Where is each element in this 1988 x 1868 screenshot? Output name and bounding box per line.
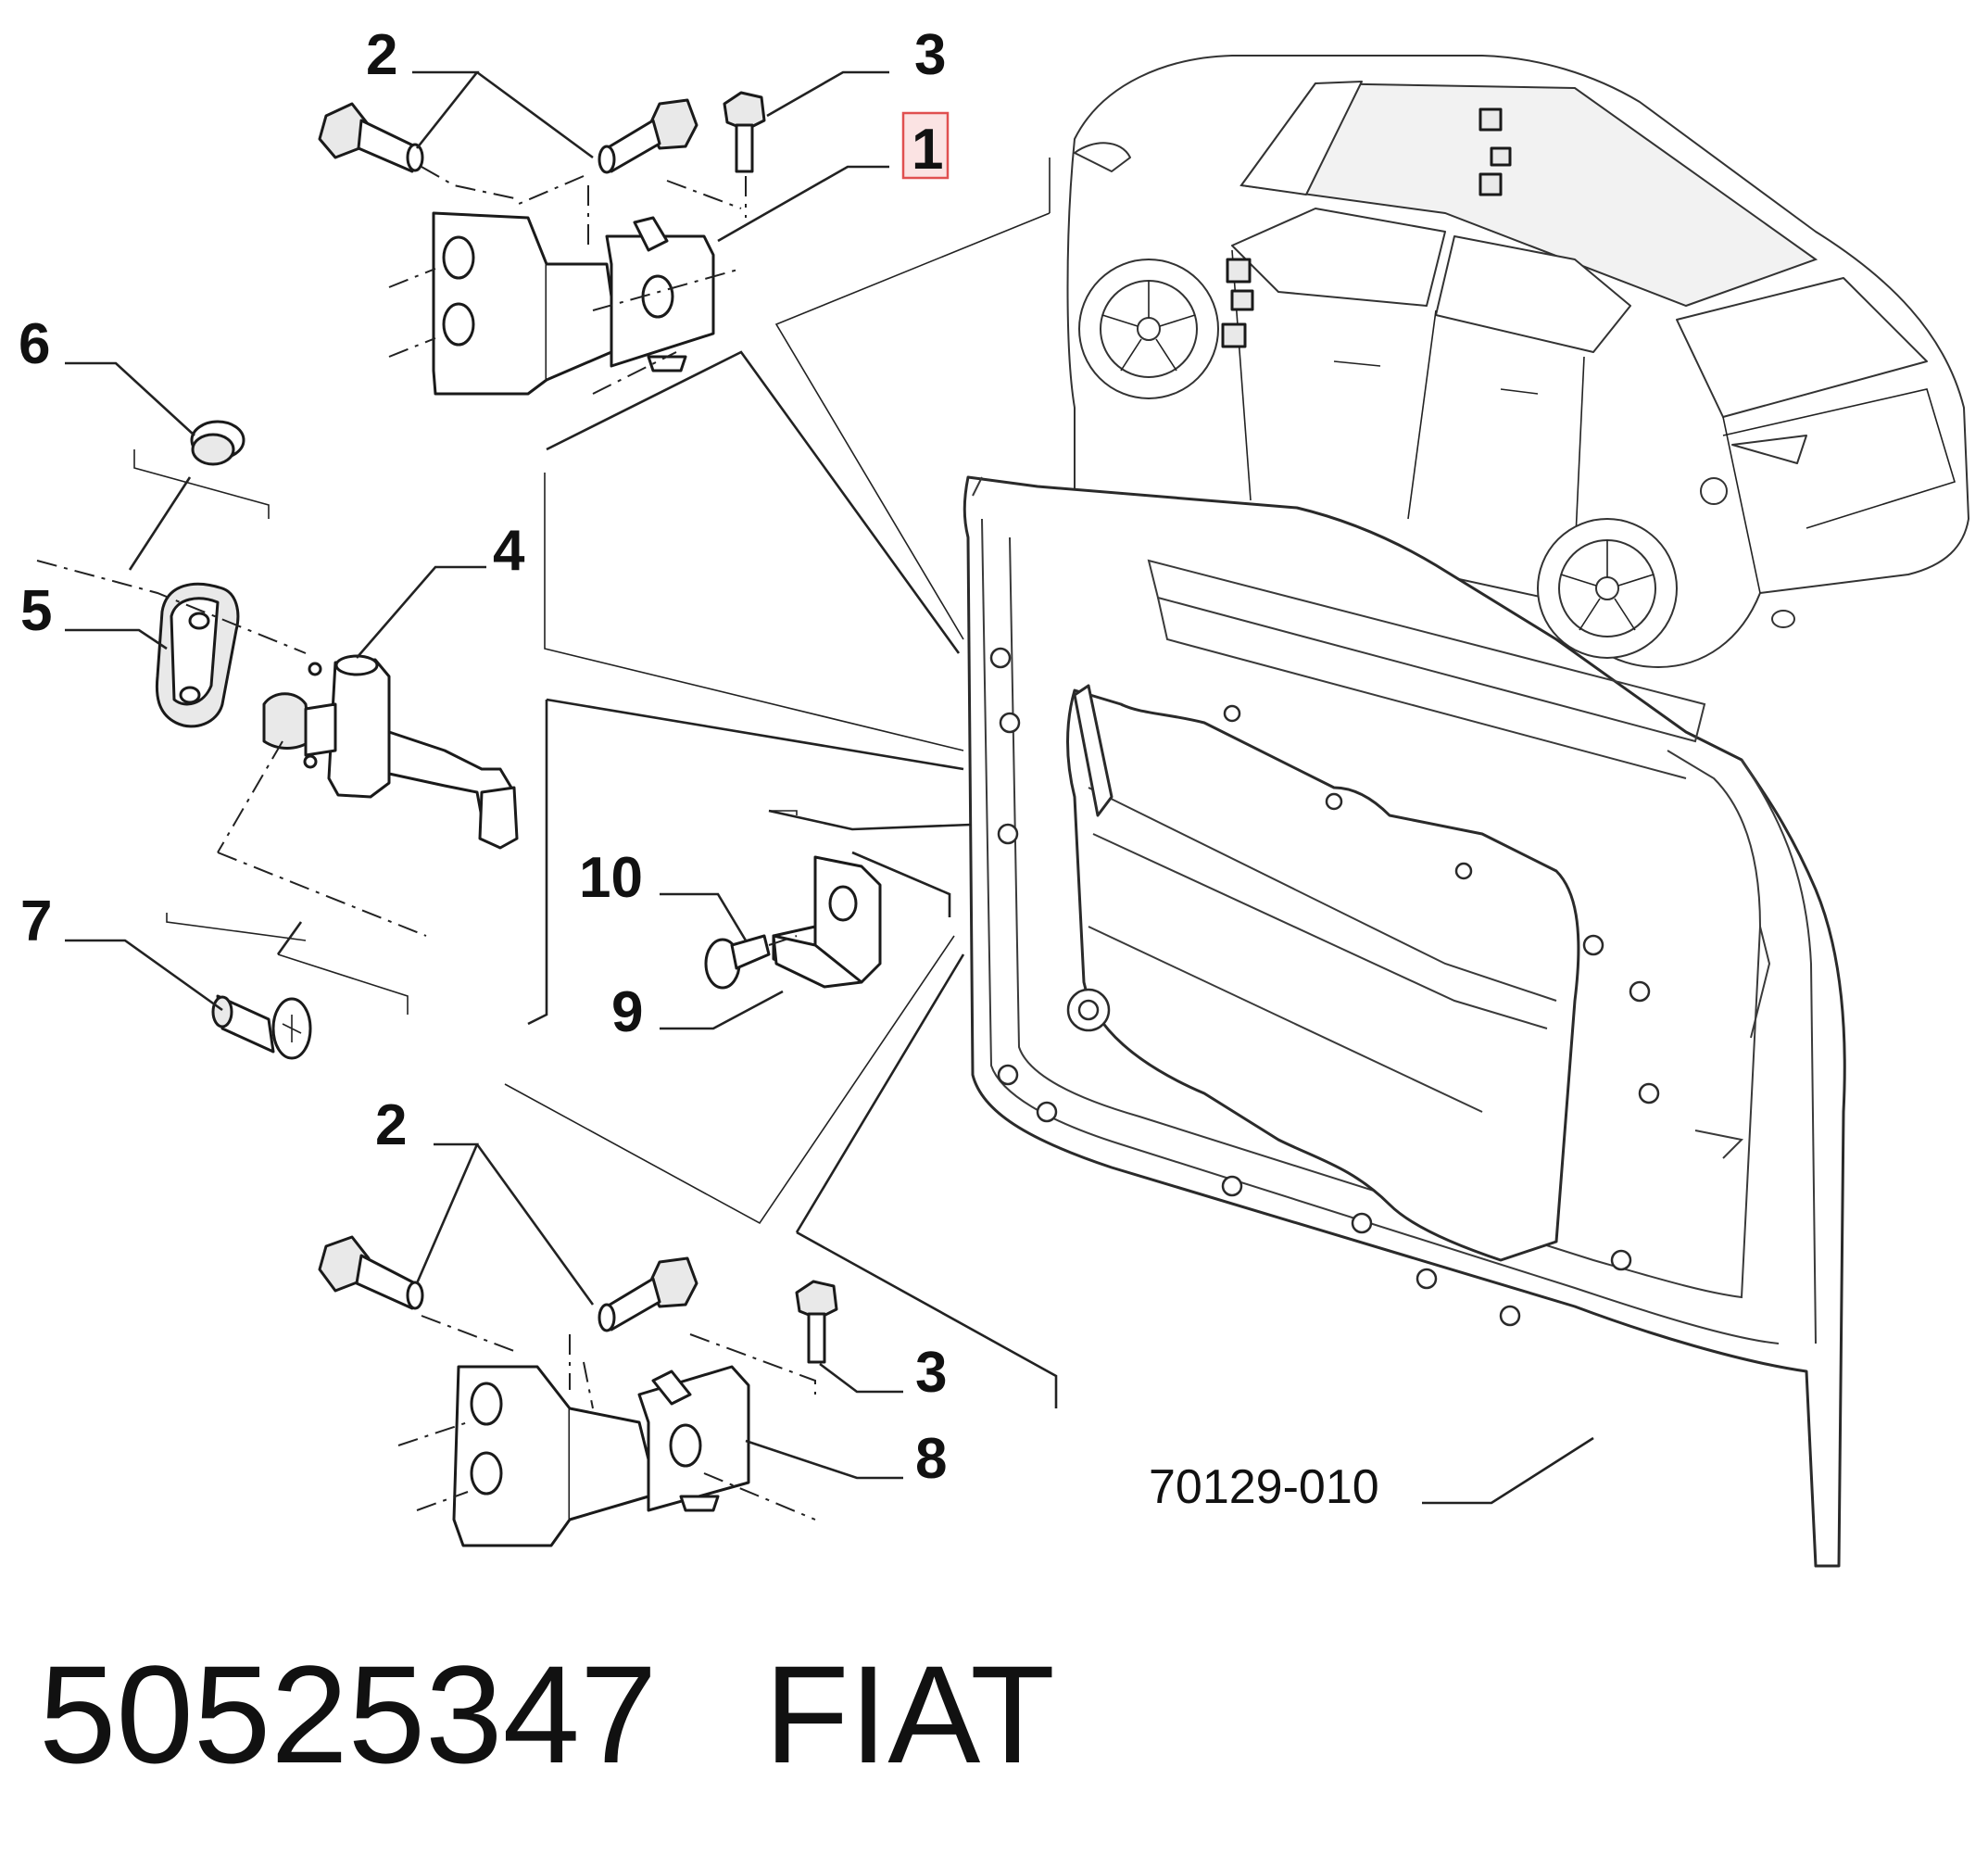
- footer: 50525347 FIAT: [39, 1636, 1055, 1792]
- car-side-window-rear: [1435, 235, 1631, 353]
- callout-2-bottom: 2: [375, 1093, 407, 1157]
- group-lines: [504, 350, 1058, 1408]
- callout-7: 7: [20, 890, 52, 953]
- callout-4: 4: [493, 519, 525, 583]
- door-front-pillar: [1073, 684, 1114, 817]
- door-check-strap: [217, 654, 519, 937]
- callout-8: 8: [915, 1427, 947, 1491]
- hinge-bolt-top-right: [518, 98, 698, 246]
- plug: [128, 420, 270, 571]
- upper-hinge: [388, 211, 742, 396]
- callout-1: 1: [912, 118, 943, 182]
- diagram-code-group: 70129-010: [1149, 1436, 1594, 1514]
- striker-screw: [704, 934, 798, 990]
- callout-labels: 2 3 1 6 4 5 10 9 7 2 3 8: [19, 23, 950, 1491]
- callout-1-highlight: [901, 111, 950, 180]
- car-rear-window: [1676, 277, 1928, 418]
- check-strap-gasket: [36, 560, 307, 728]
- lower-hinge: [397, 1361, 816, 1547]
- car-front-wheel: [1078, 259, 1219, 399]
- car-rear-wheel: [1537, 518, 1678, 659]
- callout-6: 6: [19, 312, 50, 376]
- brand-name: FIAT: [764, 1636, 1055, 1792]
- callout-3-bottom: 3: [915, 1341, 947, 1405]
- door-inner-frame: [981, 518, 1780, 1344]
- part-number: 50525347: [39, 1636, 657, 1792]
- callout-leaders: [65, 70, 903, 1480]
- hinge-bolt-bottom-left: [318, 1235, 520, 1354]
- hinge-screw-bottom: [689, 1280, 838, 1395]
- callout-10: 10: [579, 846, 643, 910]
- callout-2-top: 2: [366, 23, 397, 87]
- diagram-code: 70129-010: [1149, 1460, 1379, 1514]
- door-holes: [989, 647, 1660, 1327]
- car-windshield: [1240, 81, 1363, 196]
- callout-3-top: 3: [914, 23, 946, 87]
- callout-9: 9: [611, 980, 643, 1044]
- hinge-bolt-bottom-right: [569, 1256, 698, 1390]
- car-side-window-front: [1231, 208, 1446, 307]
- check-screw: [166, 913, 409, 1060]
- hinge-screw-top: [666, 91, 766, 218]
- hinge-bolt-top-left: [318, 102, 520, 200]
- car-hinge-markers: [1221, 107, 1512, 348]
- striker-plate: [772, 855, 882, 989]
- callout-5: 5: [20, 579, 52, 643]
- window-channel: [1147, 559, 1706, 743]
- front-door-frame: [963, 475, 1846, 1568]
